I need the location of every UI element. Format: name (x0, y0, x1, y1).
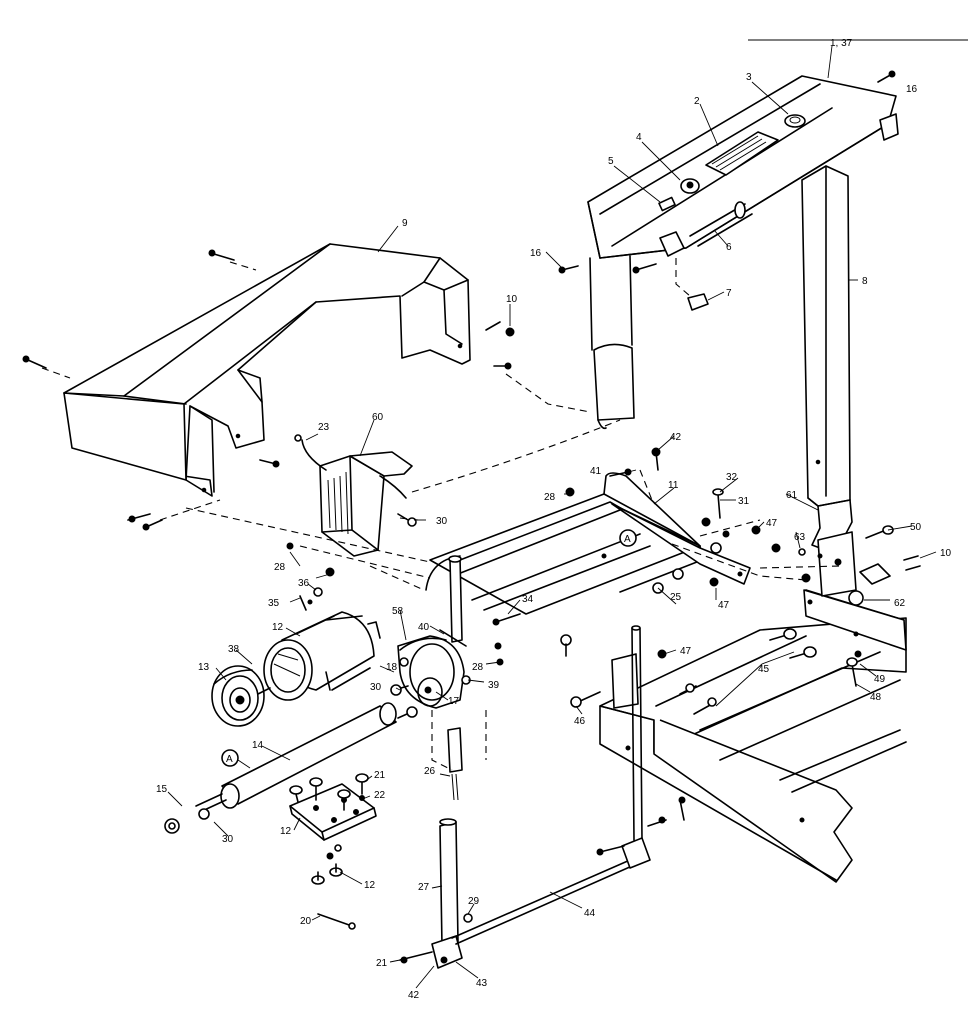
callout-60: 60 (372, 412, 384, 423)
marker-a-frame (619, 529, 637, 547)
callout-35: 35 (268, 598, 280, 609)
callout-28-frame: 28 (544, 492, 556, 503)
callout-28-left: 28 (274, 562, 286, 573)
callout-42-top: 42 (670, 432, 682, 443)
callout-a-frame: A (624, 534, 631, 545)
callout-63: 63 (794, 532, 806, 543)
callout-26: 26 (424, 766, 436, 777)
callout-25: 25 (670, 592, 682, 603)
front-roller (164, 702, 418, 834)
switch-5 (658, 196, 676, 212)
callout-30-ctrl: 30 (436, 516, 448, 527)
callout-50: 50 (910, 522, 922, 533)
part-7 (687, 293, 709, 311)
motor-mount-plate (289, 773, 377, 930)
callout-17: 17 (448, 696, 460, 707)
callout-30-pulley: 30 (370, 682, 382, 693)
callout-12-motor: 12 (272, 622, 284, 633)
callout-41: 41 (590, 466, 602, 477)
callout-8: 8 (862, 276, 868, 287)
callout-16-left: 16 (530, 248, 542, 259)
callout-7: 7 (726, 288, 732, 299)
callout-58: 58 (392, 606, 404, 617)
callout-18: 18 (386, 662, 398, 673)
callout-labels: 1, 37 2 3 4 5 6 7 8 9 10 10 11 12 12 12 … (156, 38, 952, 1001)
callout-30-roller: 30 (222, 834, 234, 845)
callout-22: 22 (374, 790, 386, 801)
callout-29: 29 (468, 896, 480, 907)
pulley-bracket (390, 555, 633, 969)
display-panel (705, 131, 779, 176)
callout-2: 2 (694, 96, 700, 107)
callout-31: 31 (738, 496, 750, 507)
callout-49: 49 (874, 674, 886, 685)
callout-61: 61 (786, 490, 798, 501)
callout-4: 4 (636, 132, 642, 143)
incline-post (596, 625, 686, 869)
callout-45: 45 (758, 664, 770, 675)
callout-34: 34 (522, 594, 534, 605)
console-assembly (587, 39, 968, 311)
drive-motor (211, 611, 381, 727)
callout-11: 11 (668, 480, 679, 491)
callout-47-a: 47 (766, 518, 778, 529)
callout-13: 13 (198, 662, 210, 673)
callout-6: 6 (726, 242, 732, 253)
callout-43: 43 (476, 978, 488, 989)
callout-1-37: 1, 37 (830, 38, 853, 49)
callout-12-bolts: 12 (364, 880, 376, 891)
callout-23: 23 (318, 422, 330, 433)
callout-44: 44 (584, 908, 596, 919)
marker-a-roller (221, 749, 251, 769)
motor-hood (22, 243, 591, 531)
callout-46: 46 (574, 716, 586, 727)
callout-27: 27 (418, 882, 430, 893)
callout-38: 38 (228, 644, 240, 655)
callout-39: 39 (488, 680, 500, 691)
callout-47-c: 47 (680, 646, 692, 657)
leader-lines (167, 45, 937, 989)
callout-15: 15 (156, 784, 168, 795)
callout-20: 20 (300, 916, 312, 927)
knob-3 (784, 114, 806, 128)
base-frame (425, 472, 907, 883)
callout-47-b: 47 (718, 600, 730, 611)
callout-10-hood: 10 (506, 294, 518, 305)
callout-a-roller: A (226, 754, 233, 765)
callout-21-plate: 21 (374, 770, 386, 781)
callout-62: 62 (894, 598, 906, 609)
callout-28-mid: 28 (472, 662, 484, 673)
callout-48: 48 (870, 692, 882, 703)
callout-42-bottom: 42 (408, 990, 420, 1001)
callout-40: 40 (418, 622, 430, 633)
callout-21-lower: 21 (376, 958, 388, 969)
callout-10-right: 10 (940, 548, 952, 559)
callout-36: 36 (298, 578, 310, 589)
callout-32: 32 (726, 472, 738, 483)
callout-5: 5 (608, 156, 614, 167)
callout-3: 3 (746, 72, 752, 83)
callout-14: 14 (252, 740, 264, 751)
callout-9: 9 (402, 218, 408, 229)
callout-12-plate: 12 (280, 826, 292, 837)
uprights (589, 165, 853, 549)
callout-16-top: 16 (906, 84, 918, 95)
